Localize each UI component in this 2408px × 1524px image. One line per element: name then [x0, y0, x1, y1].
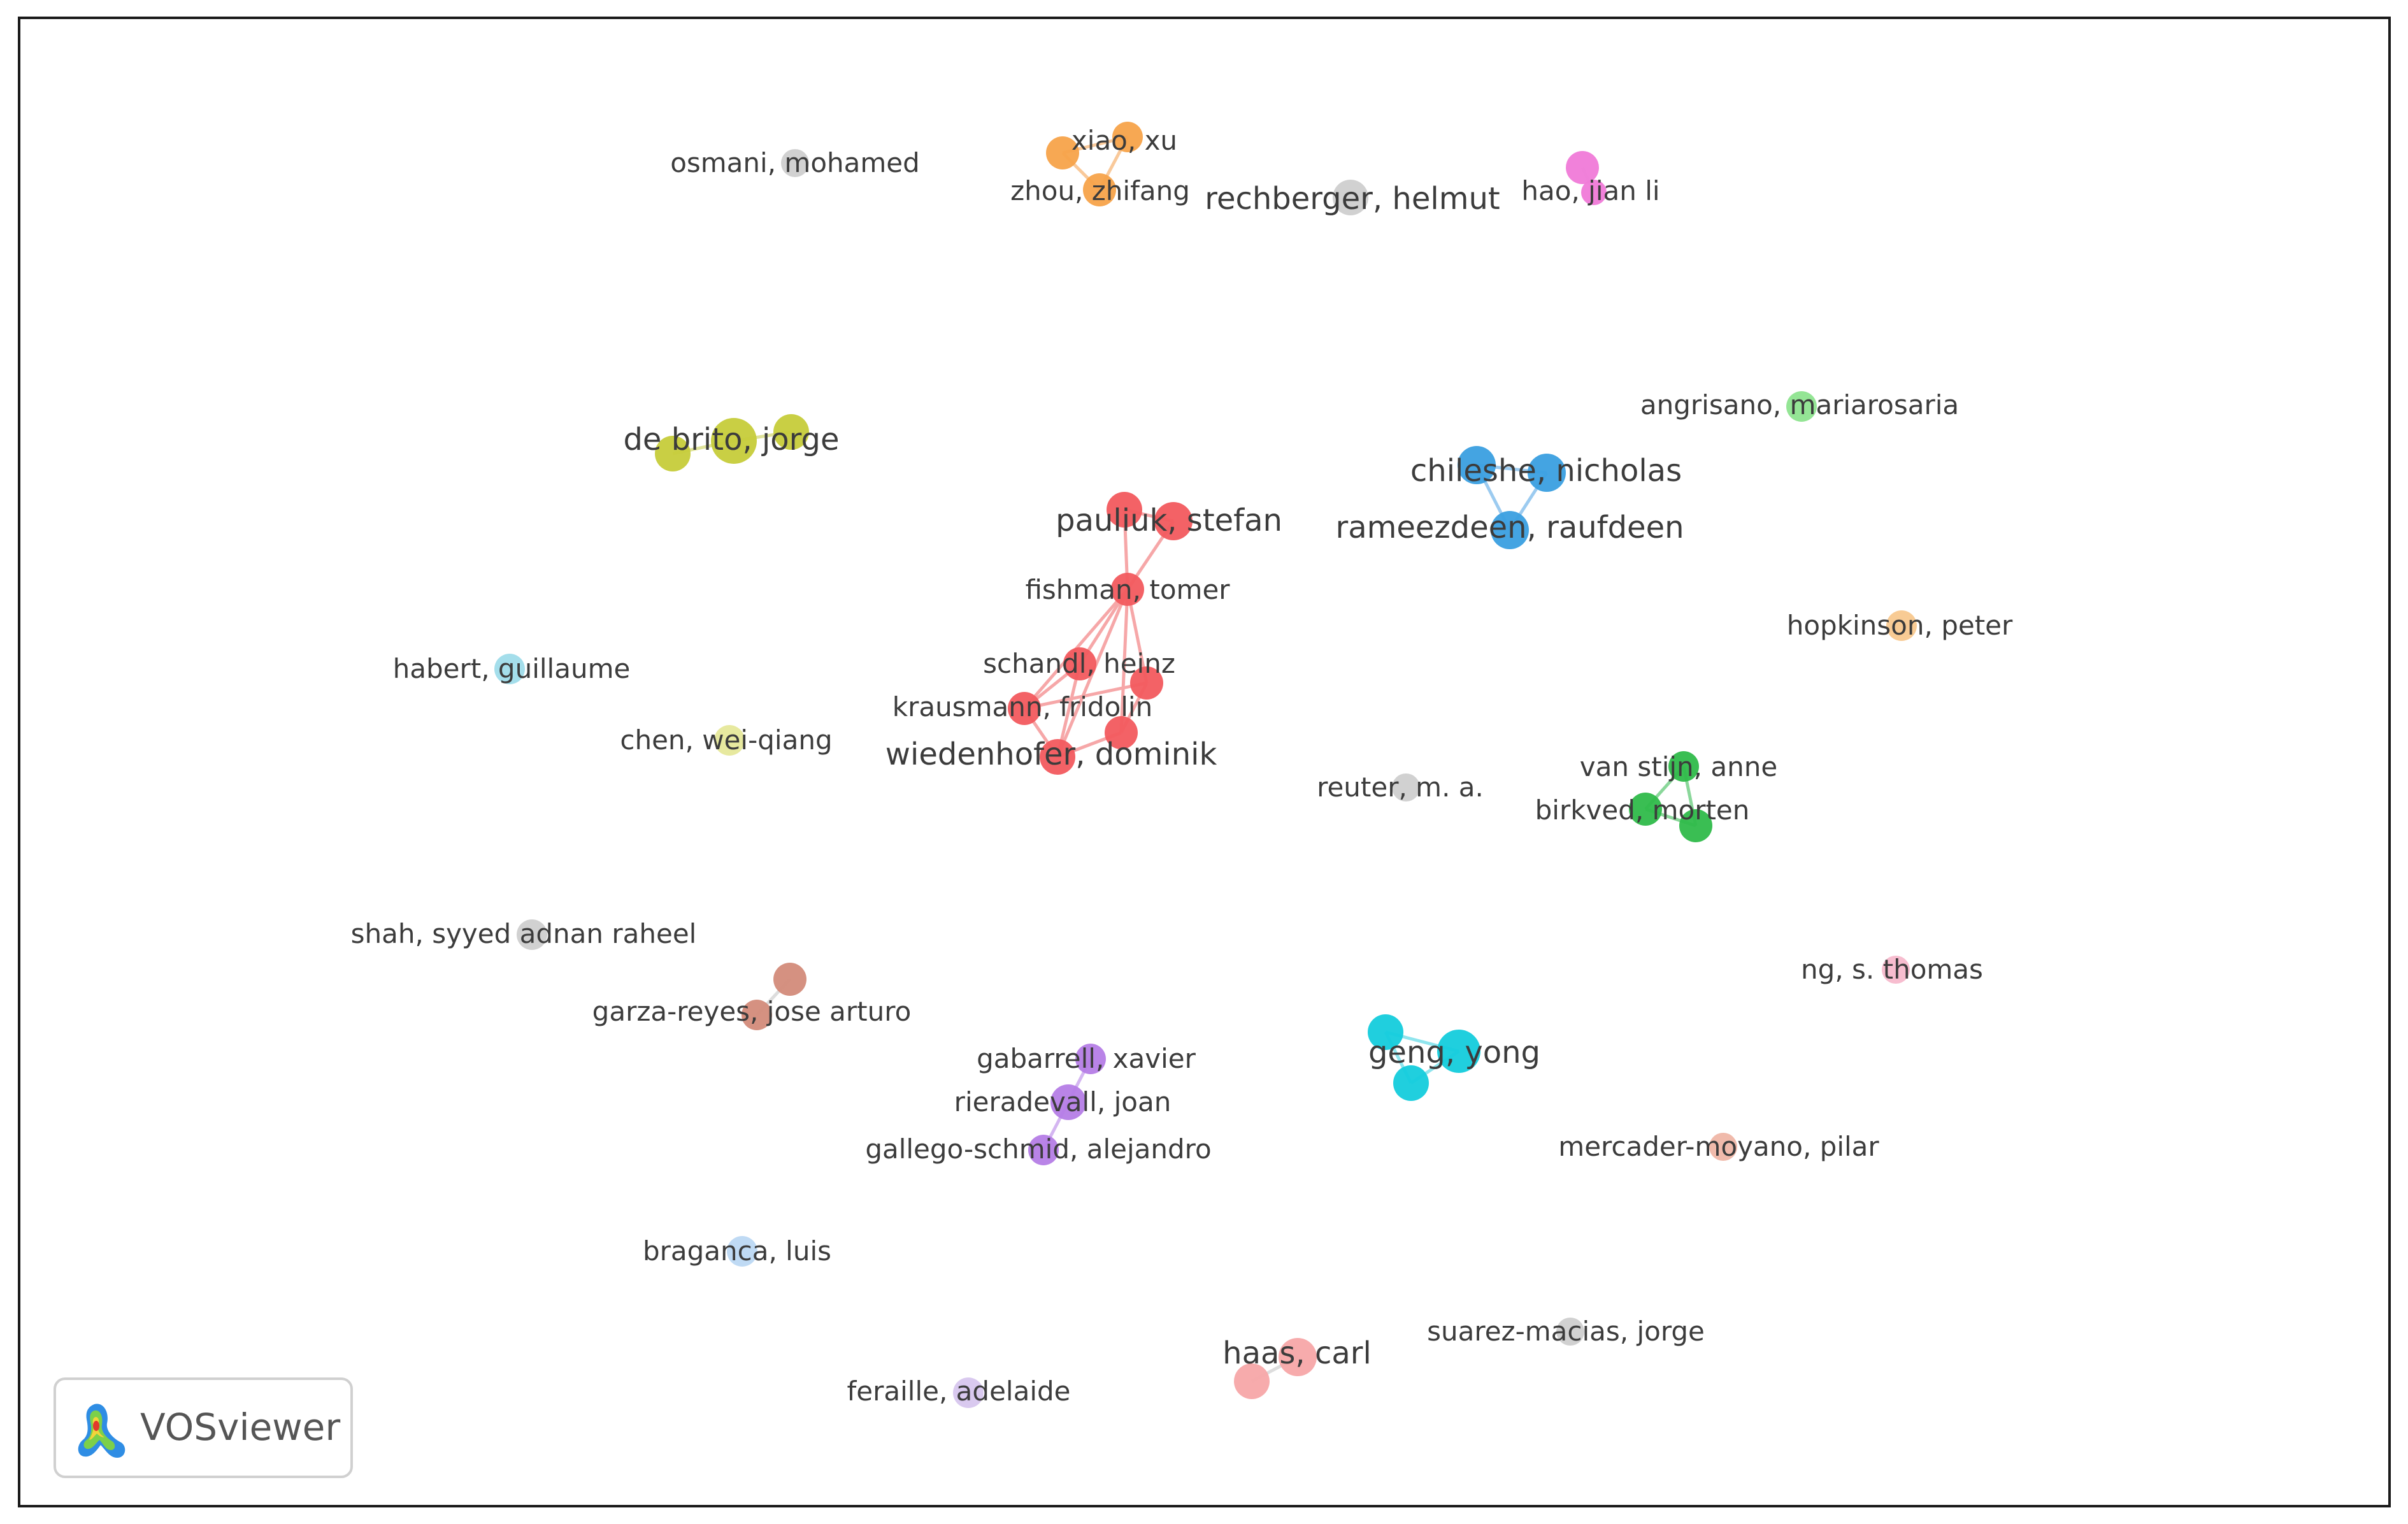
node-label-ng[interactable]: ng, s. thomas — [1801, 954, 1983, 985]
node-label-braganca[interactable]: braganca, luis — [643, 1235, 831, 1267]
node-mercader[interactable] — [1709, 1133, 1737, 1161]
node-chileshe-secondary[interactable] — [1528, 454, 1566, 492]
link-krausmann-schandl2 — [1024, 681, 1147, 710]
nodes-layer — [494, 122, 1917, 1408]
node-birkved-secondary[interactable] — [1679, 809, 1712, 842]
node-label-rameezdeen[interactable]: rameezdeen, raufdeen — [1335, 510, 1684, 545]
node-label-pauliuk[interactable]: pauliuk, stefan — [1056, 503, 1282, 538]
node-label-osmani[interactable]: osmani, mohamed — [670, 147, 920, 178]
node-label-debrito[interactable]: de brito, jorge — [623, 422, 839, 457]
node-label-feraille[interactable]: feraille, adelaide — [847, 1376, 1071, 1407]
node-rameezdeen[interactable] — [1491, 511, 1529, 549]
node-shah[interactable] — [517, 919, 547, 950]
node-pauliuk-secondary[interactable] — [1154, 502, 1193, 540]
node-label-mercader[interactable]: mercader-moyano, pilar — [1558, 1131, 1879, 1162]
node-label-zhou[interactable]: zhou, zhifang — [1010, 175, 1190, 206]
node-rechberger[interactable] — [1333, 180, 1368, 215]
node-chileshe[interactable] — [1458, 446, 1496, 484]
node-label-birkved[interactable]: birkved, morten — [1535, 794, 1750, 826]
network-map-frame — [18, 17, 2391, 1507]
node-angrisano[interactable] — [1786, 391, 1817, 422]
node-label-vanstijn[interactable]: van stijn, anne — [1580, 751, 1777, 782]
node-suarez[interactable] — [1556, 1318, 1584, 1346]
logo-text: VOSviewer — [140, 1405, 341, 1449]
node-label-haas[interactable]: haas, carl — [1222, 1335, 1372, 1371]
node-reuter[interactable] — [1392, 773, 1420, 802]
node-debrito-secondary[interactable] — [655, 436, 691, 471]
node-wiedenhofer[interactable] — [1040, 739, 1075, 775]
node-schandl[interactable] — [1063, 647, 1096, 680]
node-label-garza[interactable]: garza-reyes, jose arturo — [592, 996, 912, 1027]
node-label-hao[interactable]: hao, jian li — [1521, 175, 1659, 206]
node-label-geng[interactable]: geng, yong — [1368, 1035, 1540, 1070]
node-krausmann[interactable] — [1008, 692, 1041, 725]
node-label-gallego[interactable]: gallego-schmid, alejandro — [865, 1133, 1211, 1165]
node-label-habert[interactable]: habert, guillaume — [393, 653, 631, 684]
node-label-rechberger[interactable]: rechberger, helmut — [1205, 181, 1500, 217]
vosviewer-logo: VOSviewer — [54, 1377, 353, 1478]
node-wiedenhofer-secondary[interactable] — [1105, 716, 1138, 749]
node-vanstijn[interactable] — [1668, 751, 1699, 782]
node-birkved[interactable] — [1629, 793, 1662, 826]
node-gallego[interactable] — [1028, 1135, 1059, 1165]
node-hao-secondary[interactable] — [1581, 180, 1607, 205]
node-label-chileshe[interactable]: chileshe, nicholas — [1410, 453, 1682, 489]
node-braganca[interactable] — [727, 1236, 757, 1267]
node-geng[interactable] — [1437, 1030, 1480, 1073]
node-xiao-secondary[interactable] — [1046, 136, 1079, 169]
node-ng[interactable] — [1882, 956, 1910, 984]
node-label-schandl[interactable]: schandl, heinz — [983, 648, 1175, 679]
node-chen[interactable] — [714, 725, 745, 756]
node-schandl-secondary[interactable] — [1130, 666, 1163, 700]
node-label-shah[interactable]: shah, syyed adnan raheel — [351, 918, 697, 949]
node-garza[interactable] — [742, 1000, 772, 1030]
node-xiao[interactable] — [1112, 122, 1143, 152]
node-label-chen[interactable]: chen, wei-qiang — [620, 724, 832, 756]
node-label-xiao[interactable]: xiao, xu — [1071, 125, 1177, 156]
node-garza-secondary[interactable] — [773, 963, 806, 996]
node-hao[interactable] — [1566, 151, 1599, 184]
node-label-angrisano[interactable]: angrisano, mariarosaria — [1640, 389, 1959, 421]
node-label-reuter[interactable]: reuter, m. a. — [1317, 772, 1484, 803]
node-label-rieradevall[interactable]: rieradevall, joan — [954, 1086, 1172, 1118]
node-feraille[interactable] — [953, 1377, 984, 1408]
node-pauliuk[interactable] — [1107, 492, 1142, 528]
node-rieradevall[interactable] — [1050, 1084, 1086, 1120]
node-debrito[interactable] — [711, 418, 757, 464]
node-debrito-secondary[interactable] — [773, 414, 809, 450]
node-zhou[interactable] — [1083, 173, 1116, 206]
node-habert[interactable] — [494, 654, 525, 684]
node-osmani[interactable] — [781, 149, 809, 177]
node-label-hopkinson[interactable]: hopkinson, peter — [1787, 610, 2013, 641]
node-label-suarez[interactable]: suarez-macias, jorge — [1427, 1316, 1705, 1347]
vosviewer-logo-icon — [78, 1404, 125, 1458]
node-gabarrell[interactable] — [1075, 1044, 1106, 1074]
node-hopkinson[interactable] — [1886, 610, 1917, 641]
link-fishman-wiedenhofer2 — [1119, 589, 1129, 733]
node-label-fishman[interactable]: fishman, tomer — [1025, 574, 1230, 605]
node-geng-secondary[interactable] — [1368, 1014, 1403, 1050]
node-fishman[interactable] — [1111, 573, 1144, 606]
node-haas-secondary[interactable] — [1234, 1363, 1270, 1399]
node-label-wiedenhofer[interactable]: wiedenhofer, dominik — [885, 737, 1217, 772]
node-label-gabarrell[interactable]: gabarrell, xavier — [977, 1043, 1196, 1074]
node-label-krausmann[interactable]: krausmann, fridolin — [892, 691, 1152, 722]
node-geng-secondary[interactable] — [1393, 1065, 1429, 1101]
labels-layer: osmani, mohamed xiao, xu zhou, zhifang rech… — [351, 125, 2013, 1407]
node-haas[interactable] — [1279, 1338, 1317, 1376]
